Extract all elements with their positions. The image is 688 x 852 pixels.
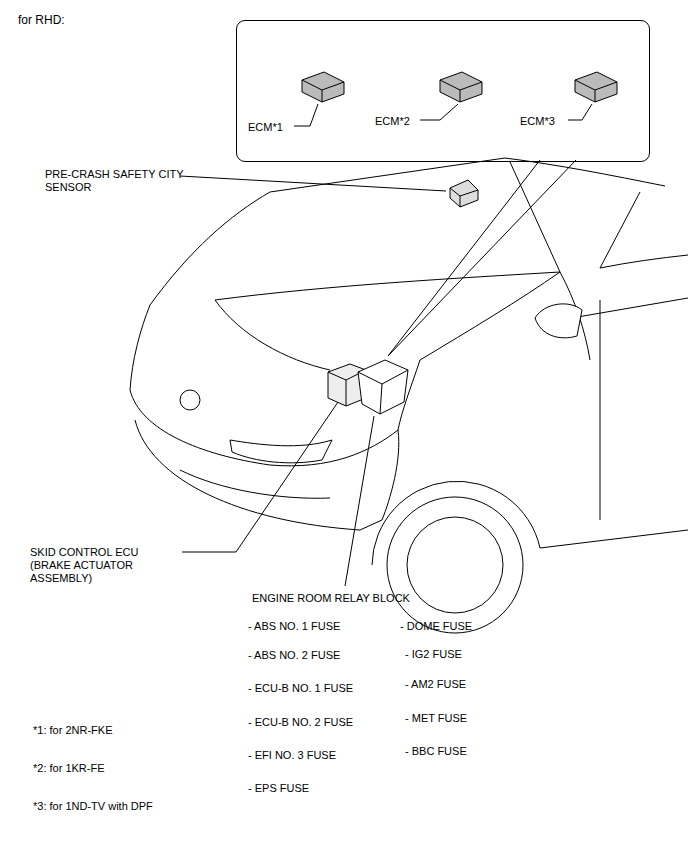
fuse-name: - ABS NO. 2 FUSE <box>248 649 340 662</box>
fuse-name: - ECU-B NO. 2 FUSE <box>248 716 353 729</box>
part-label: ENGINE ROOM RELAY BLOCK <box>252 592 410 605</box>
footnote: *1: for 2NR-FKE <box>33 724 112 737</box>
part-label: ECM*3 <box>520 115 555 128</box>
part-label: ECM*1 <box>248 121 283 134</box>
part-label: PRE-CRASH SAFETY CITY SENSOR <box>45 168 195 194</box>
fuse-name: - MET FUSE <box>405 712 467 725</box>
page-title: for RHD: <box>18 14 65 27</box>
footnote: *3: for 1ND-TV with DPF <box>33 800 153 813</box>
part-label: ECM*2 <box>375 115 410 128</box>
fuse-name: - EPS FUSE <box>248 782 309 795</box>
callout-box: ECM*1 ECM*2 ECM*3 <box>236 20 650 162</box>
fuse-name: - IG2 FUSE <box>405 648 462 661</box>
part-label: SKID CONTROL ECU (BRAKE ACTUATOR ASSEMBL… <box>30 546 180 585</box>
fuse-name: - EFI NO. 3 FUSE <box>248 749 336 762</box>
fuse-name: - ECU-B NO. 1 FUSE <box>248 682 353 695</box>
fuse-name: - BBC FUSE <box>405 745 467 758</box>
footnote: *2: for 1KR-FE <box>33 762 105 775</box>
fuse-name: - AM2 FUSE <box>405 678 466 691</box>
fuse-name: - ABS NO. 1 FUSE <box>248 620 340 633</box>
fuse-name: - DOME FUSE <box>400 620 472 633</box>
